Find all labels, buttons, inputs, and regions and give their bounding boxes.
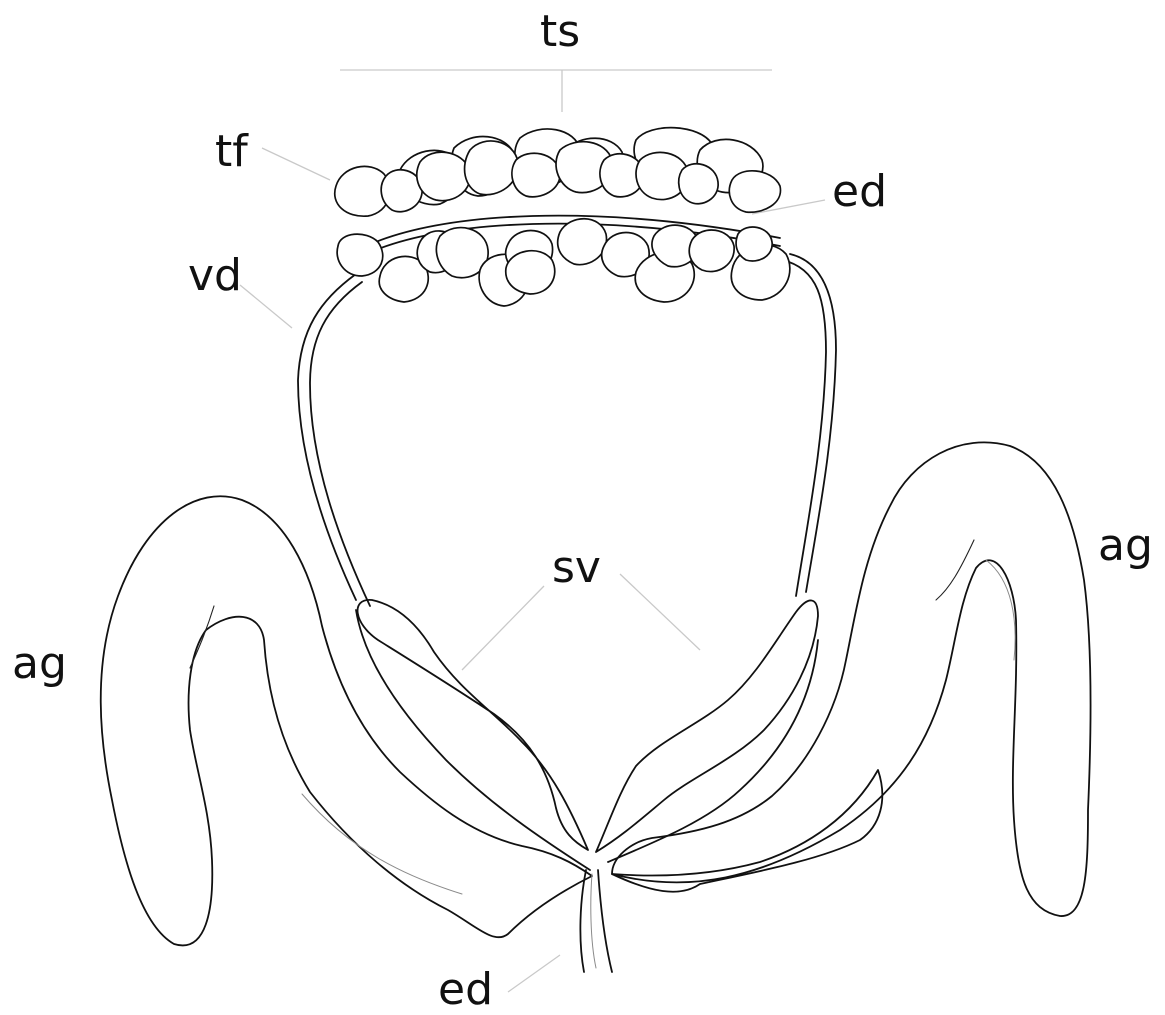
sv-leader-left bbox=[462, 586, 544, 670]
label-ag-left: ag bbox=[12, 642, 67, 686]
seminal-vesicle-right bbox=[596, 600, 818, 862]
ejaculatory-duct bbox=[580, 870, 612, 972]
accessory-gland-left bbox=[101, 496, 592, 945]
accessory-gland-right bbox=[612, 442, 1091, 916]
label-tf: tf bbox=[215, 130, 248, 174]
testis-follicles bbox=[335, 128, 790, 306]
label-ed-bottom: ed bbox=[438, 968, 493, 1012]
label-ts: ts bbox=[540, 10, 580, 54]
label-ed-top: ed bbox=[832, 170, 887, 214]
label-ag-right: ag bbox=[1098, 524, 1153, 568]
ed-bottom-leader bbox=[508, 955, 560, 992]
tf-leader bbox=[262, 148, 330, 180]
sv-leader-right bbox=[620, 574, 700, 650]
vd-leader bbox=[240, 285, 292, 328]
label-vd: vd bbox=[188, 254, 242, 298]
seminal-vesicle-left bbox=[356, 600, 590, 870]
label-sv: sv bbox=[552, 546, 601, 590]
